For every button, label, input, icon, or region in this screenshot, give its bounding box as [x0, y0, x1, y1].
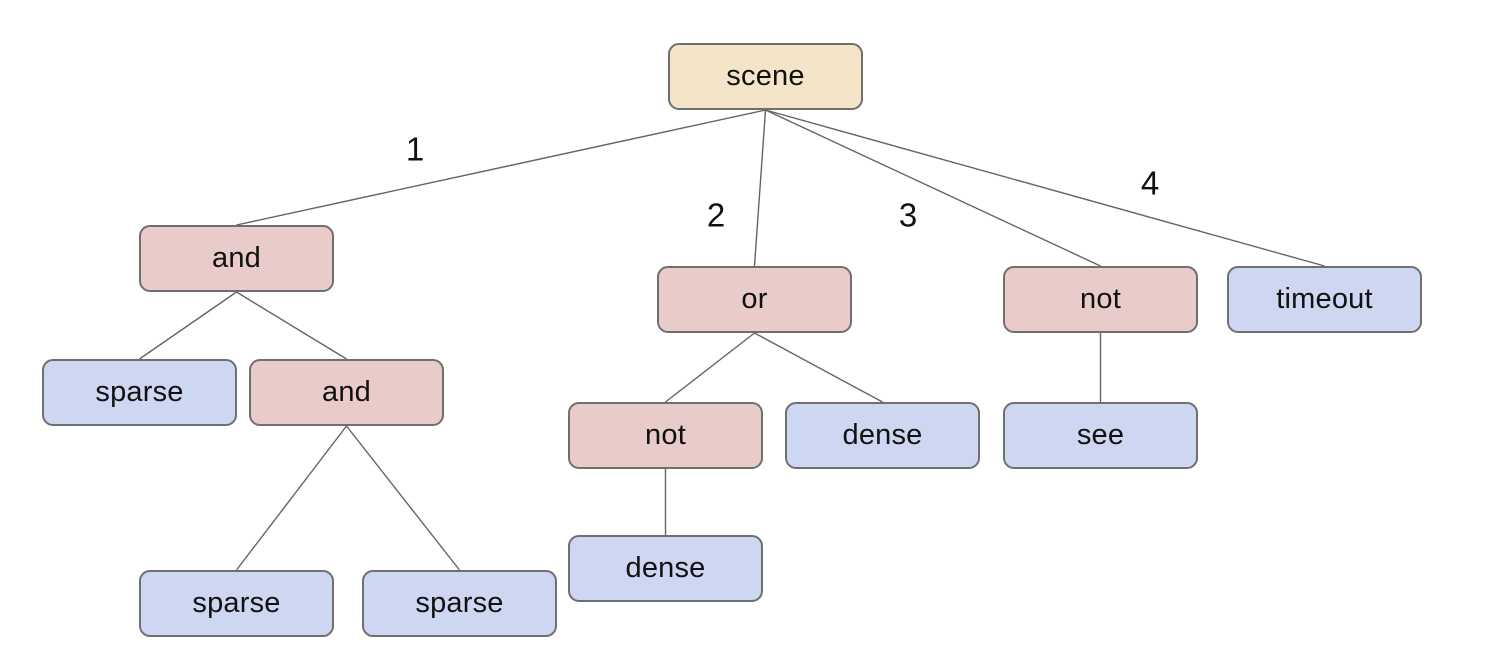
edge-line-scene-timeout-1 — [765, 109, 1325, 267]
edge-line-and-1-sparse-1 — [139, 291, 237, 360]
tree-node-label: dense — [625, 552, 706, 584]
tree-node-label: dense — [842, 419, 923, 451]
edge-line-scene-and-1 — [236, 109, 766, 226]
tree-node-see-1: see — [1003, 402, 1198, 469]
tree-node-label: or — [741, 283, 768, 315]
tree-node-not-1: not — [1003, 266, 1198, 333]
tree-node-dense-2: dense — [568, 535, 763, 602]
edge-line-scene-not-1 — [765, 109, 1101, 267]
tree-node-label: and — [212, 242, 261, 274]
tree-node-sparse-2: sparse — [139, 570, 334, 637]
tree-node-label: timeout — [1276, 283, 1373, 315]
edge-line-or-1-not-2 — [665, 332, 755, 403]
tree-node-label: scene — [726, 60, 805, 92]
tree-node-timeout-1: timeout — [1227, 266, 1422, 333]
tree-node-and-2: and — [249, 359, 444, 426]
tree-node-sparse-3: sparse — [362, 570, 557, 637]
tree-node-dense-1: dense — [785, 402, 980, 469]
tree-node-or-1: or — [657, 266, 852, 333]
tree-node-label: and — [322, 376, 371, 408]
tree-node-label: sparse — [95, 376, 184, 408]
edge-line-and-1-and-2 — [236, 291, 347, 360]
edge-label-1: 1 — [405, 130, 425, 168]
tree-node-label: see — [1076, 419, 1125, 451]
tree-node-and-1: and — [139, 225, 334, 292]
tree-node-label: not — [645, 419, 686, 451]
edge-line-or-1-dense-1 — [754, 332, 883, 403]
edge-label-2: 2 — [706, 196, 726, 234]
tree-node-not-2: not — [568, 402, 763, 469]
tree-node-scene: scene — [668, 43, 863, 110]
edge-line-and-2-sparse-2 — [235, 425, 348, 571]
edge-line-and-2-sparse-3 — [345, 425, 461, 571]
edge-label-3: 3 — [898, 196, 918, 234]
tree-node-label: sparse — [192, 587, 281, 619]
edge-line-scene-or-1 — [753, 109, 767, 267]
tree-node-label: not — [1080, 283, 1121, 315]
edge-label-4: 4 — [1140, 164, 1160, 202]
tree-node-label: sparse — [415, 587, 504, 619]
tree-node-sparse-1: sparse — [42, 359, 237, 426]
